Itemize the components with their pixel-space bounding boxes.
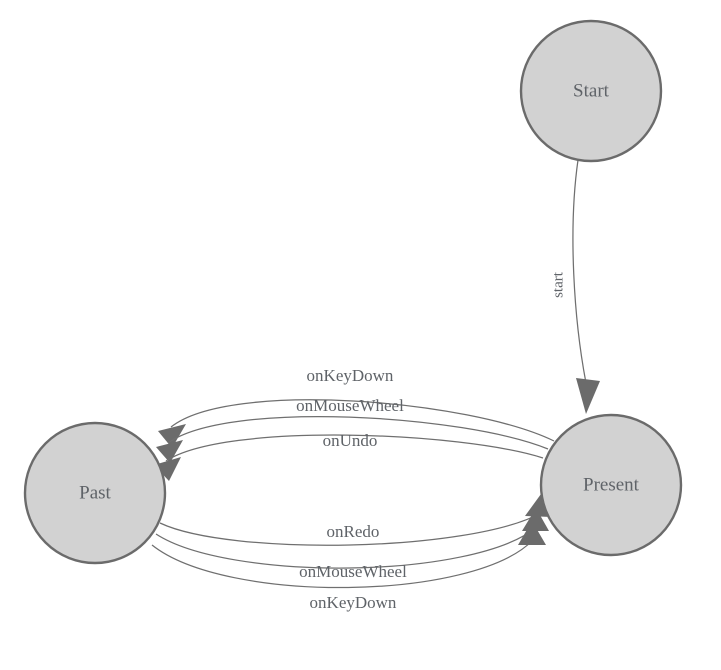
edge-undo-mousewheel-path bbox=[167, 415, 549, 450]
node-past[interactable]: Past bbox=[23, 421, 167, 565]
edge-undo-mousewheel-label: onMouseWheel bbox=[296, 396, 404, 415]
edge-undo-mousewheel: onMouseWheel bbox=[156, 396, 549, 463]
edge-redo-path bbox=[159, 512, 542, 546]
edge-redo-mousewheel-label: onMouseWheel bbox=[299, 562, 407, 581]
edge-redo-mousewheel: onMouseWheel bbox=[155, 508, 549, 581]
edge-start-arrowhead bbox=[576, 378, 600, 414]
node-present-circle[interactable] bbox=[539, 413, 683, 557]
edge-undo: onUndo bbox=[154, 431, 544, 481]
node-past-circle[interactable] bbox=[23, 421, 167, 565]
edge-undo-path bbox=[165, 434, 544, 462]
edge-redo-keydown-label: onKeyDown bbox=[310, 593, 397, 612]
edge-redo-keydown-path bbox=[151, 539, 534, 589]
edge-start: start bbox=[550, 159, 600, 414]
node-present[interactable]: Present bbox=[539, 413, 683, 557]
edge-redo-mousewheel-path bbox=[155, 526, 538, 569]
edge-redo-label: onRedo bbox=[327, 522, 380, 541]
edge-redo-keydown: onKeyDown bbox=[151, 521, 546, 612]
node-present-label: Present bbox=[583, 474, 640, 495]
node-start-circle[interactable] bbox=[519, 19, 663, 163]
edge-start-label: start bbox=[550, 271, 566, 298]
node-start[interactable]: Start bbox=[519, 19, 663, 163]
edge-start-path bbox=[572, 159, 587, 384]
edge-undo-mousewheel-arrowhead bbox=[156, 440, 183, 463]
edge-undo-keydown-path bbox=[170, 399, 555, 442]
edge-redo-mousewheel-arrowhead bbox=[522, 508, 549, 531]
edge-redo-keydown-arrowhead bbox=[518, 521, 546, 545]
edge-redo: onRedo bbox=[159, 494, 552, 546]
edge-undo-keydown: onKeyDown bbox=[158, 366, 555, 448]
edge-undo-keydown-arrowhead bbox=[158, 424, 186, 448]
edge-undo-label: onUndo bbox=[323, 431, 378, 450]
node-start-label: Start bbox=[573, 80, 610, 101]
node-past-label: Past bbox=[79, 482, 111, 503]
edge-undo-keydown-label: onKeyDown bbox=[307, 366, 394, 385]
edge-undo-arrowhead bbox=[154, 457, 181, 481]
